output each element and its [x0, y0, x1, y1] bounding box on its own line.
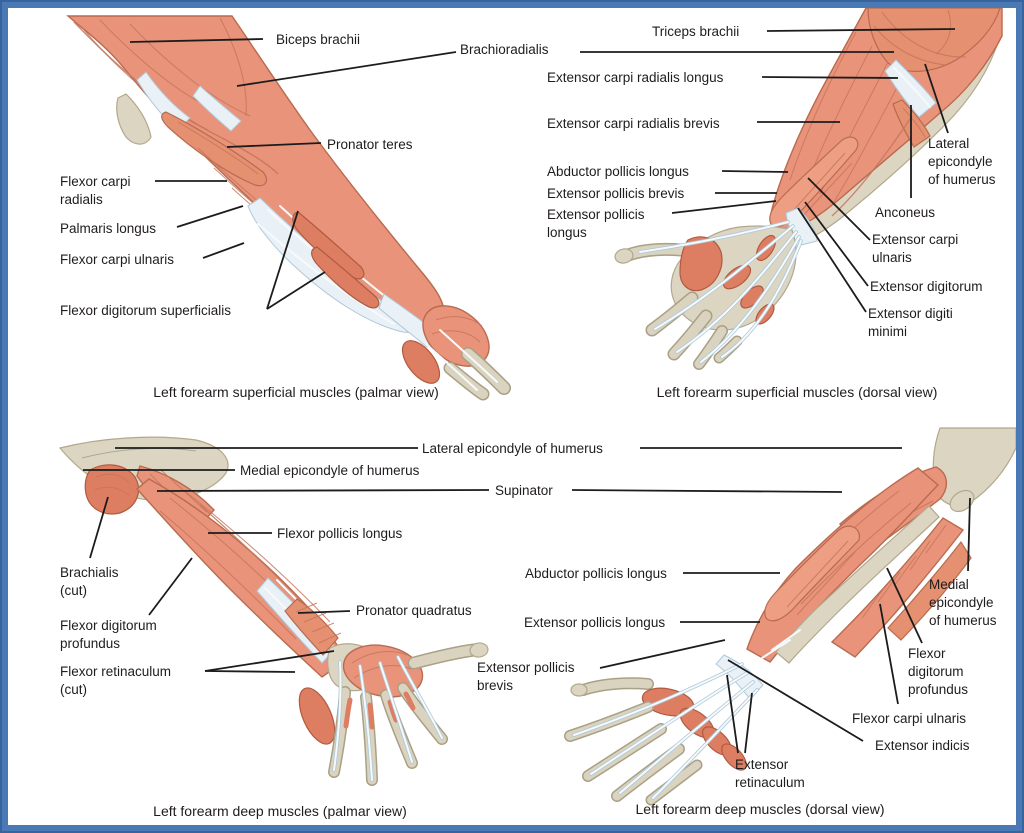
- label-brachioradialis: Brachioradialis: [460, 42, 549, 57]
- label-flexor-digitorum-superficialis: Flexor digitorum superficialis: [60, 303, 232, 318]
- caption-superficial-dorsal: Left forearm superficial muscles (dorsal…: [656, 384, 938, 400]
- leader-epb-br: [599, 639, 726, 669]
- label-extensor-pollicis-longus-dorsal: Extensor pollicis longus: [547, 207, 645, 240]
- leader-lateral-epicondyle-tr: [924, 63, 949, 134]
- leader-flexor-retinaculum-1: [204, 650, 335, 672]
- leader-apl-dorsal: [721, 170, 789, 173]
- leader-extensor-carpi-ulnaris: [807, 177, 871, 241]
- leader-fds-1: [266, 210, 299, 310]
- label-abductor-pollicis-longus-deep: Abductor pollicis longus: [525, 566, 667, 581]
- leader-supinator-right: [571, 489, 843, 493]
- label-flexor-retinaculum-cut: Flexor retinaculum (cut): [60, 664, 172, 697]
- label-flexor-carpi-ulnaris-deep: Flexor carpi ulnaris: [852, 711, 967, 726]
- leader-extensor-digitorum: [804, 201, 869, 287]
- leader-extensor-retinaculum-1: [726, 674, 739, 754]
- label-flexor-carpi-radialis: Flexor carpi radialis: [60, 174, 131, 207]
- leader-flexor-carpi-ulnaris: [202, 242, 245, 259]
- label-palmaris-longus: Palmaris longus: [60, 221, 157, 236]
- label-abductor-pollicis-longus-dorsal: Abductor pollicis longus: [547, 164, 689, 179]
- label-medial-epicondyle-dorsal: Medial epicondyle of humerus: [929, 577, 997, 628]
- label-biceps-brachii: Biceps brachii: [276, 32, 361, 47]
- leader-biceps-brachii: [129, 38, 264, 43]
- leader-fds-2: [266, 271, 326, 310]
- leader-extensor-retinaculum-2: [744, 692, 753, 754]
- label-anconeus: Anconeus: [875, 205, 936, 220]
- label-medial-epicondyle-palmar: Medial epicondyle of humerus: [240, 463, 420, 478]
- leader-supinator-left: [156, 489, 490, 492]
- leader-brachioradialis-left: [236, 51, 457, 87]
- label-extensor-retinaculum: Extensor retinaculum: [735, 757, 805, 790]
- leader-medial-epicondyle-br: [967, 497, 971, 572]
- caption-deep-dorsal: Left forearm deep muscles (dorsal view): [635, 801, 885, 817]
- arm-superficial-dorsal-illustration: [614, 7, 1003, 370]
- leader-lines-group: [83, 28, 971, 754]
- leader-pronator-teres: [226, 142, 322, 148]
- label-pronator-teres: Pronator teres: [327, 137, 413, 152]
- arm-superficial-palmar-illustration: [66, 15, 511, 401]
- leader-extensor-indicis: [727, 659, 864, 742]
- leader-extensor-digiti-minimi: [797, 207, 867, 313]
- label-extensor-pollicis-brevis-dorsal: Extensor pollicis brevis: [547, 186, 685, 201]
- leader-flexor-retinaculum-2: [204, 670, 296, 673]
- leader-flexor-carpi-ulnaris-br: [879, 603, 899, 705]
- label-flexor-digitorum-profundus-palmar: Flexor digitorum profundus: [60, 618, 157, 651]
- label-triceps-brachii: Triceps brachii: [652, 24, 740, 39]
- caption-superficial-palmar: Left forearm superficial muscles (palmar…: [153, 384, 439, 400]
- label-lateral-epicondyle-dorsal: Lateral epicondyle of humerus: [928, 136, 996, 187]
- label-extensor-carpi-radialis-brevis: Extensor carpi radialis brevis: [547, 116, 720, 131]
- leader-ecr-longus: [761, 76, 899, 79]
- label-supinator: Supinator: [495, 483, 553, 498]
- caption-deep-palmar: Left forearm deep muscles (palmar view): [153, 803, 407, 819]
- label-flexor-carpi-ulnaris: Flexor carpi ulnaris: [60, 252, 175, 267]
- label-extensor-carpi-ulnaris: Extensor carpi ulnaris: [872, 232, 959, 265]
- label-flexor-pollicis-longus: Flexor pollicis longus: [277, 526, 403, 541]
- leader-brachialis-cut: [89, 496, 109, 559]
- label-extensor-digitorum: Extensor digitorum: [870, 279, 983, 294]
- label-extensor-digiti-minimi: Extensor digiti minimi: [868, 306, 953, 339]
- leader-pronator-quadratus: [297, 610, 351, 614]
- leader-palmaris-longus: [176, 205, 244, 228]
- leader-fdp-bl: [148, 557, 193, 616]
- leader-triceps-brachii: [766, 28, 956, 32]
- label-brachialis-cut: Brachialis (cut): [60, 565, 119, 598]
- label-extensor-pollicis-longus-deep: Extensor pollicis longus: [524, 615, 666, 630]
- label-pronator-quadratus: Pronator quadratus: [356, 603, 472, 618]
- leader-epl-dorsal: [671, 200, 777, 214]
- label-extensor-indicis: Extensor indicis: [875, 738, 970, 753]
- label-flexor-digitorum-profundus-dorsal: Flexor digitorum profundus: [908, 646, 969, 697]
- label-extensor-carpi-radialis-longus: Extensor carpi radialis longus: [547, 70, 724, 85]
- arm-deep-palmar-illustration: [58, 436, 489, 786]
- leader-fdp-br: [886, 567, 923, 644]
- label-extensor-pollicis-brevis-deep: Extensor pollicis brevis: [477, 660, 575, 693]
- label-lateral-epicondyle-shared: Lateral epicondyle of humerus: [422, 441, 603, 456]
